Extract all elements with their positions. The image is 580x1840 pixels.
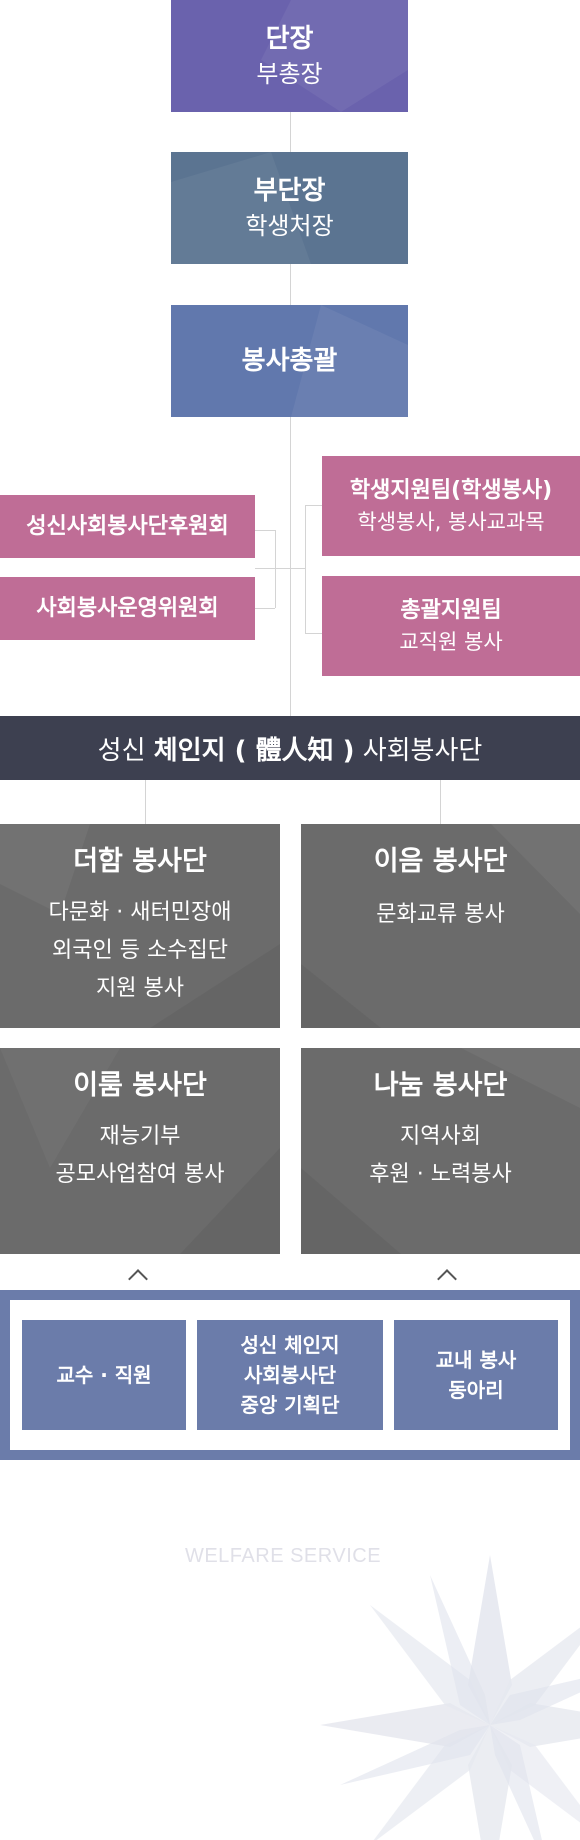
group-3-line-2: 공모사업참여 봉사 bbox=[55, 1162, 225, 1187]
welfare-watermark: WELFARE SERVICE bbox=[184, 1545, 382, 1567]
right-branch-line bbox=[290, 568, 305, 569]
left-bracket-line bbox=[275, 530, 276, 608]
group-1-line-2: 외국인 등 소수집단 bbox=[52, 938, 228, 963]
team-box-1: 학생지원팀(학생봉사) 학생봉사, 봉사교과목 bbox=[322, 456, 580, 556]
group-3-line-1: 재능기부 bbox=[99, 1124, 181, 1149]
team-sub-1: 학생봉사, 봉사교과목 bbox=[357, 509, 545, 534]
group-1-line-1: 다문화 · 새터민장애 bbox=[48, 900, 232, 925]
group-title-4: 나눔 봉사단 bbox=[373, 1070, 508, 1101]
banner-prefix: 성신 bbox=[97, 735, 154, 766]
arrow-up-icon bbox=[437, 1269, 457, 1289]
team-title-2: 총괄지원팀 bbox=[400, 597, 502, 623]
group-title-3: 이룸 봉사단 bbox=[73, 1070, 207, 1101]
left-branch-line bbox=[255, 568, 290, 569]
group-2-line-1: 문화교류 봉사 bbox=[376, 902, 505, 927]
group-1-line-3: 지원 봉사 bbox=[96, 976, 184, 1001]
general-box: 봉사총괄 bbox=[171, 305, 408, 417]
banner-suffix: 사회봉사단 bbox=[354, 735, 483, 766]
group-box-2: 이음 봉사단 문화교류 봉사 bbox=[301, 824, 580, 1028]
vice-leader-title: 부단장 bbox=[253, 176, 326, 206]
committee-label-2: 사회봉사운영위원회 bbox=[36, 595, 219, 621]
member-box-2: 성신 체인지 사회봉사단 중앙 기획단 bbox=[197, 1320, 383, 1430]
group-box-3: 이룸 봉사단 재능기부 공모사업참여 봉사 bbox=[0, 1048, 280, 1254]
group-title-1: 더함 봉사단 bbox=[73, 846, 207, 877]
team-sub-2: 교직원 봉사 bbox=[399, 629, 503, 654]
member-2-line-1: 성신 체인지 bbox=[240, 1333, 340, 1357]
group-title-2: 이음 봉사단 bbox=[373, 846, 508, 877]
group-4-line-1: 지역사회 bbox=[400, 1124, 481, 1149]
committee-box-2: 사회봉사운영위원회 bbox=[0, 577, 255, 640]
member-2-line-3: 중앙 기획단 bbox=[240, 1393, 340, 1417]
banner-right-line bbox=[440, 780, 441, 824]
right-bracket-bottom bbox=[305, 633, 325, 634]
general-title: 봉사총괄 bbox=[241, 346, 338, 376]
member-box-3: 교내 봉사 동아리 bbox=[394, 1320, 558, 1430]
vice-leader-box: 부단장 학생처장 bbox=[171, 152, 408, 264]
star-emblem-icon bbox=[320, 1555, 580, 1840]
committee-label-1: 성신사회봉사단후원회 bbox=[26, 513, 229, 539]
right-bracket-line bbox=[305, 505, 306, 633]
member-3-line-1: 교내 봉사 bbox=[435, 1348, 517, 1372]
member-1-line-1: 교수 · 직원 bbox=[56, 1363, 152, 1387]
main-banner: 성신 체인지 ( 體人知 ) 사회봉사단 bbox=[0, 716, 580, 780]
leader-title: 단장 bbox=[265, 24, 314, 54]
team-title-1: 학생지원팀(학생봉사) bbox=[349, 477, 553, 503]
arrow-up-icon bbox=[128, 1269, 148, 1289]
banner-bold: 체인지 ( 體人知 ) bbox=[153, 735, 355, 766]
group-box-1: 더함 봉사단 다문화 · 새터민장애 외국인 등 소수집단 지원 봉사 bbox=[0, 824, 280, 1028]
member-2-line-2: 사회봉사단 bbox=[244, 1363, 336, 1387]
leader-box: 단장 부총장 bbox=[171, 0, 408, 112]
left-bracket-top bbox=[255, 530, 275, 531]
committee-box-1: 성신사회봉사단후원회 bbox=[0, 495, 255, 558]
group-box-4: 나눔 봉사단 지역사회 후원 · 노력봉사 bbox=[301, 1048, 580, 1254]
banner-left-line bbox=[145, 780, 146, 824]
member-box-1: 교수 · 직원 bbox=[22, 1320, 186, 1430]
member-3-line-2: 동아리 bbox=[448, 1378, 504, 1402]
group-4-line-2: 후원 · 노력봉사 bbox=[369, 1162, 512, 1187]
team-box-2: 총괄지원팀 교직원 봉사 bbox=[322, 576, 580, 676]
vice-leader-sub: 학생처장 bbox=[245, 212, 334, 240]
leader-sub: 부총장 bbox=[256, 60, 323, 88]
right-bracket-top bbox=[305, 505, 325, 506]
left-bracket-bottom bbox=[255, 608, 275, 609]
